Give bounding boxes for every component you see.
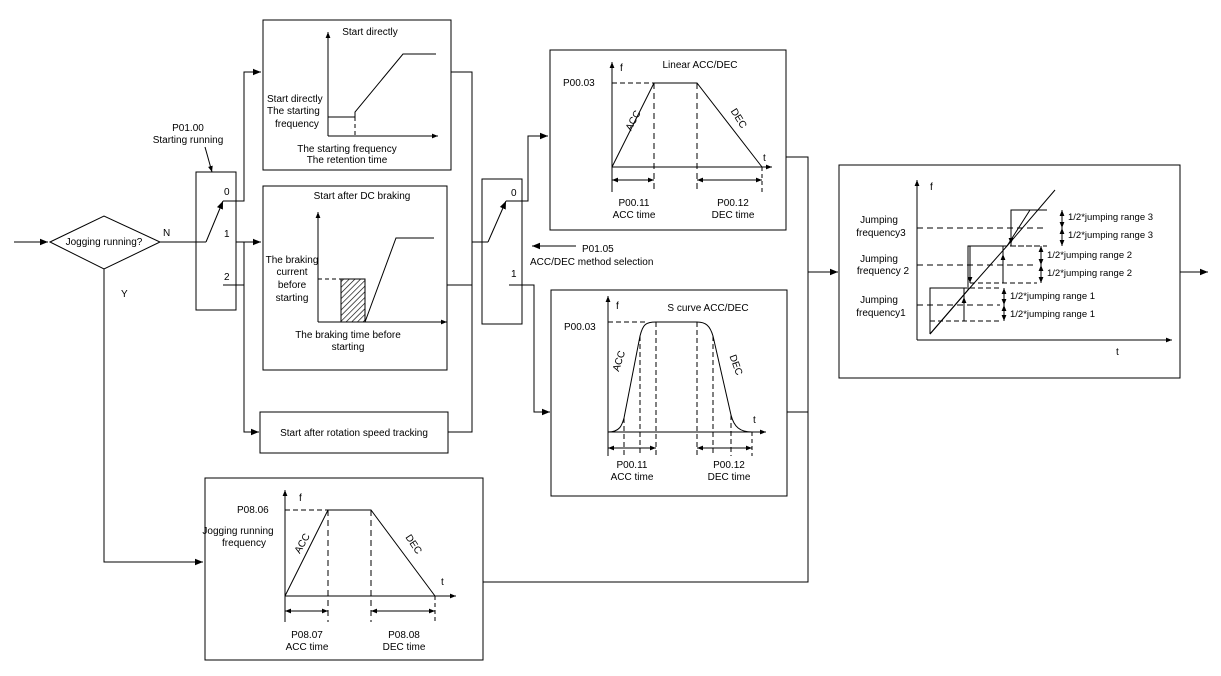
jogging-freq-label-2: frequency [222,538,266,549]
scurve-level-param: P00.03 [564,322,596,333]
band1-outline [930,288,964,334]
outputs-merge-line [483,157,808,582]
jumping-curve-ramp-1 [930,290,968,334]
accdec-param-name: ACC/DEC method selection [530,257,653,268]
linear-title: Linear ACC/DEC [662,60,737,71]
jumping-freq2-label-2: frequency 2 [857,266,910,277]
arrow-to-speed-tracking [244,285,259,436]
jogging-dec-label: DEC [403,533,424,557]
accdec-param-code: P01.05 [582,244,614,255]
jumping-freq1-label-1: Jumping [860,295,898,306]
jogging-y-label: f [299,493,302,504]
dc-braking-left-label-3: before [278,280,307,291]
dc-braking-bottom-label-1: The braking time before [295,330,401,341]
range2-bottom-label: 1/2*jumping range 2 [1047,268,1132,279]
jogging-acc-param: P08.07 [291,630,323,641]
yes-branch-arrow [104,269,203,566]
linear-level-param: P00.03 [563,78,595,89]
linear-acc-label: ACC [624,109,644,133]
start-directly-bottom-label-1: The starting frequency [297,144,397,155]
jumping-freq3-label-1: Jumping [860,215,898,226]
jogging-freq-label-1: Jogging running [202,526,273,537]
arrow-to-start-directly [236,68,261,201]
scurve-acc-param: P00.11 [617,460,648,471]
start-directly-left-label-1: Start directly [267,94,323,105]
accdec-switch-box [482,179,522,324]
arrow-to-linear [522,132,548,201]
no-label: N [163,228,170,239]
range3-bottom-label: 1/2*jumping range 3 [1068,230,1153,241]
accdec-switch-pos-1: 1 [511,269,517,280]
start-directly-left-label-2: The starting [267,106,320,117]
jumping-freq2-label-1: Jumping [860,254,898,265]
scurve-curve [608,322,752,432]
jogging-acc-label: ACC [293,532,313,556]
jumping-freq1-label-2: frequency1 [856,308,906,319]
start-directly-bottom-label-2: The retention time [307,155,388,166]
dc-braking-left-label-2: current [276,267,307,278]
jogging-level-param: P08.06 [237,505,269,516]
scurve-dec-label: DEC [727,353,745,377]
dc-braking-hatched-area [341,279,365,322]
linear-box [550,50,786,230]
linear-acc-time: ACC time [613,210,656,221]
range2-top-label: 1/2*jumping range 2 [1047,250,1132,261]
arrow-to-scurve [528,285,550,416]
linear-acc-param: P00.11 [619,198,650,209]
jogging-x-label: t [441,577,444,588]
dc-braking-left-label-1: The braking [266,255,319,266]
scurve-dec-time: DEC time [708,472,751,483]
jumping-freq3-label-2: frequency3 [856,228,906,239]
dc-braking-left-label-4: starting [276,293,309,304]
yes-label: Y [121,289,128,300]
jogging-decision-label: Jogging running? [66,237,143,248]
jogging-curve [285,510,435,596]
scurve-x-label: t [753,415,756,426]
dc-braking-title: Start after DC braking [314,191,411,202]
dc-braking-curve [365,238,434,322]
scurve-dec-param: P00.12 [713,460,745,471]
starting-switch-pos-1: 1 [224,229,230,240]
scurve-title: S curve ACC/DEC [667,303,748,314]
start-directly-title: Start directly [342,27,398,38]
jogging-dec-param: P08.08 [388,630,420,641]
starting-param-code: P01.00 [172,123,204,134]
accdec-switch-pos-0: 0 [511,188,517,199]
starting-switch-pos-0: 0 [224,187,230,198]
start-outputs-merge [448,72,472,432]
range1-top-label: 1/2*jumping range 1 [1010,291,1095,302]
jumping-y-label: f [930,182,933,193]
starting-param-name: Starting running [153,135,224,146]
start-directly-curve [328,54,436,117]
start-directly-left-label-3: frequency [275,119,319,130]
dc-braking-box [263,186,447,370]
starting-switch-pos-2: 2 [224,272,230,283]
starting-switch-pointer [205,147,213,172]
scurve-acc-time: ACC time [611,472,654,483]
accdec-switch-blade [488,201,506,242]
jogging-acc-time: ACC time [286,642,329,653]
linear-y-label: f [620,63,623,74]
scurve-acc-label: ACC [611,349,628,372]
linear-dec-param: P00.12 [717,198,749,209]
start-directly-box [263,20,451,170]
jumping-curve-ramp-3 [1007,190,1055,246]
starting-switch-blade [206,201,223,242]
jogging-dec-time: DEC time [383,642,426,653]
linear-curve [612,83,762,167]
linear-x-label: t [763,153,766,164]
scurve-y-label: f [616,301,619,312]
range1-bottom-label: 1/2*jumping range 1 [1010,309,1095,320]
linear-dec-time: DEC time [712,210,755,221]
scurve-box [551,290,787,496]
dc-braking-bottom-label-2: starting [332,342,365,353]
jumping-x-label: t [1116,347,1119,358]
speed-tracking-label: Start after rotation speed tracking [280,428,428,439]
jogging-box [205,478,483,660]
range3-top-label: 1/2*jumping range 3 [1068,212,1153,223]
starting-switch-box [196,172,236,310]
